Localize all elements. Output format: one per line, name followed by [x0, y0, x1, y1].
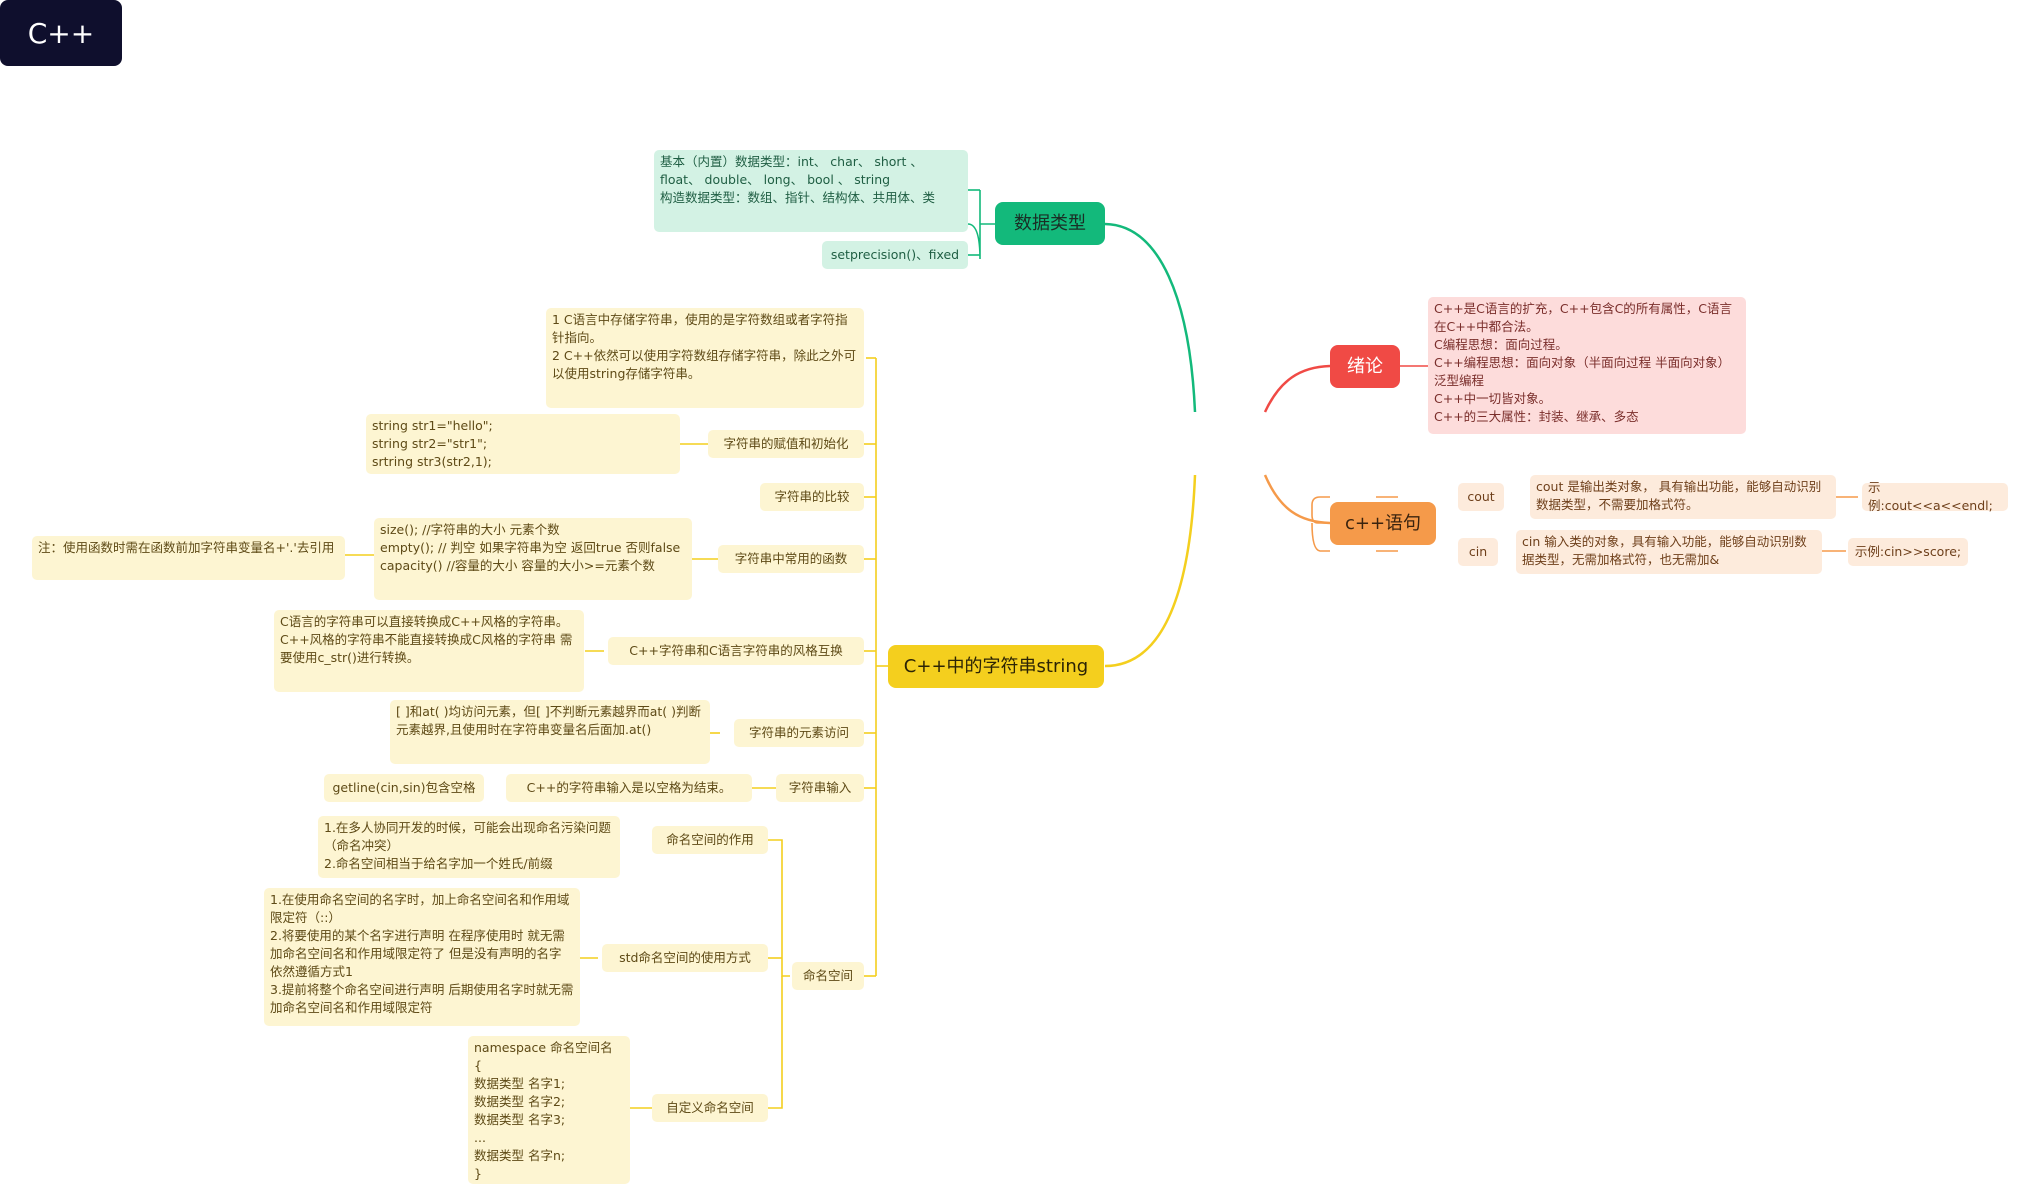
- statement-cout-desc: cout 是输出类对象， 具有输出功能，能够自动识别数据类型，不需要加格式符。: [1530, 475, 1836, 519]
- namespace-purpose-label: 命名空间的作用: [652, 826, 768, 854]
- namespace-custom-code: namespace 命名空间名 { 数据类型 名字1; 数据类型 名字2; 数据…: [468, 1036, 630, 1184]
- strings-input-label: 字符串输入: [776, 774, 864, 802]
- strings-input-getline: getline(cin,sin)包含空格: [324, 774, 484, 802]
- strings-functions-list: size(); //字符串的大小 元素个数 empty(); // 判空 如果字…: [374, 518, 692, 600]
- topic-statements-label: c++语句: [1344, 512, 1422, 534]
- strings-access-desc: [ ]和at( )均访问元素，但[ ]不判断元素越界而at( )判断元素越界,且…: [390, 700, 710, 764]
- namespace-std-desc: 1.在使用命名空间的名字时，加上命名空间名和作用域限定符（::） 2.将要使用的…: [264, 888, 580, 1026]
- data-types-details: 基本（内置）数据类型：int、 char、 short 、float、 doub…: [654, 150, 968, 232]
- strings-convert-label: C++字符串和C语言字符串的风格互换: [608, 637, 864, 665]
- namespace-custom-label: 自定义命名空间: [652, 1094, 768, 1122]
- intro-details: C++是C语言的扩充，C++包含C的所有属性，C语言在C++中都合法。 C编程思…: [1428, 297, 1746, 434]
- strings-compare-label: 字符串的比较: [760, 483, 864, 511]
- root-node[interactable]: C++: [0, 0, 122, 66]
- strings-assign-label: 字符串的赋值和初始化: [708, 430, 864, 458]
- strings-intro: 1 C语言中存储字符串，使用的是字符数组或者字符指针指向。 2 C++依然可以使…: [546, 308, 864, 408]
- topic-intro[interactable]: 绪论: [1330, 345, 1400, 388]
- statement-cout-example: 示例:cout<<a<<endl;: [1862, 480, 2008, 513]
- statement-cin: cin: [1458, 538, 1498, 566]
- namespace-std-label: std命名空间的使用方式: [602, 944, 768, 972]
- namespace-label: 命名空间: [792, 962, 864, 990]
- topic-statements[interactable]: c++语句: [1330, 502, 1436, 545]
- topic-strings-label: C++中的字符串string: [903, 655, 1089, 677]
- statement-cout: cout: [1458, 483, 1504, 511]
- strings-convert-desc: C语言的字符串可以直接转换成C++风格的字符串。 C++风格的字符串不能直接转换…: [274, 610, 584, 692]
- topic-data-types-label: 数据类型: [1014, 212, 1086, 234]
- topic-strings[interactable]: C++中的字符串string: [888, 645, 1104, 688]
- topic-intro-label: 绪论: [1347, 355, 1383, 377]
- data-types-setprecision: setprecision()、fixed: [822, 241, 968, 269]
- root-label: C++: [27, 16, 95, 50]
- strings-functions-note: 注：使用函数时需在函数前加字符串变量名+'.'去引用: [32, 536, 345, 580]
- namespace-purpose-desc: 1.在多人协同开发的时候，可能会出现命名污染问题（命名冲突） 2.命名空间相当于…: [318, 816, 620, 878]
- strings-functions-label: 字符串中常用的函数: [718, 545, 864, 573]
- statement-cin-desc: cin 输入类的对象，具有输入功能，能够自动识别数据类型，无需加格式符，也无需加…: [1516, 530, 1822, 574]
- topic-data-types[interactable]: 数据类型: [995, 202, 1105, 245]
- strings-access-label: 字符串的元素访问: [734, 719, 864, 747]
- statement-cin-example: 示例:cin>>score;: [1848, 538, 1968, 566]
- strings-assign-code: string str1="hello"; string str2="str1";…: [366, 414, 680, 474]
- strings-input-desc: C++的字符串输入是以空格为结束。: [506, 774, 752, 802]
